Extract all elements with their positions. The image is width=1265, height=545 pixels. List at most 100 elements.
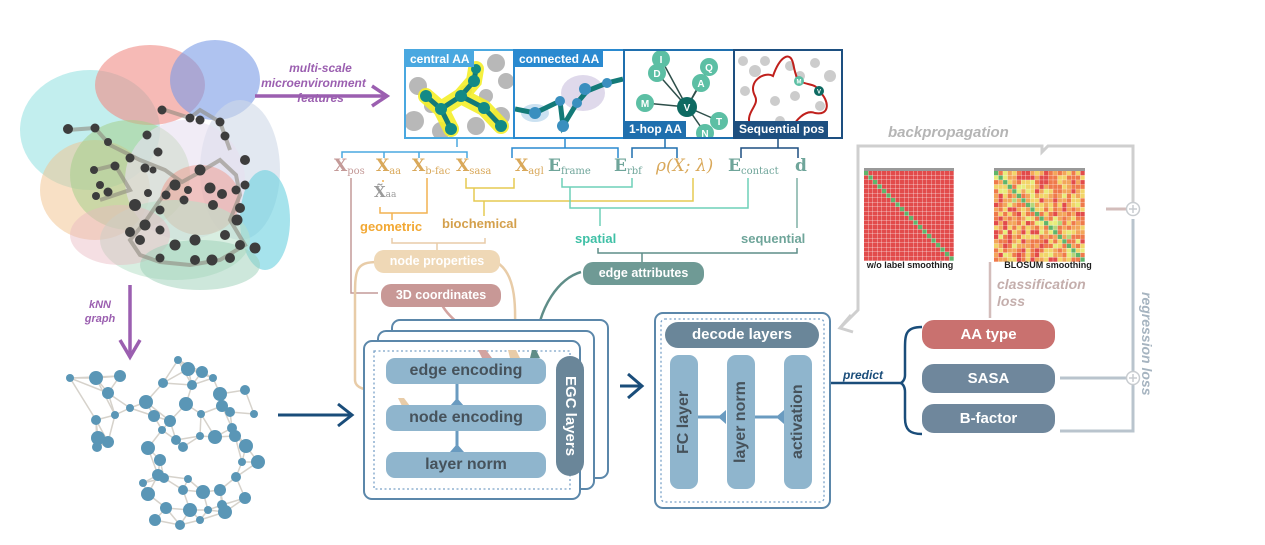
matrix-cell bbox=[900, 234, 905, 239]
svg-text:Q: Q bbox=[705, 63, 713, 74]
matrix-cell bbox=[864, 256, 869, 261]
matrix-cell bbox=[1039, 175, 1044, 180]
matrix-cell bbox=[936, 238, 941, 243]
matrix-cell bbox=[1007, 257, 1012, 262]
matrix-cell bbox=[1007, 216, 1012, 221]
matrix-cell bbox=[1066, 207, 1072, 212]
matrix-cell bbox=[868, 198, 873, 203]
matrix-cell bbox=[1057, 180, 1062, 185]
matrix-cell bbox=[886, 189, 891, 194]
matrix-cell bbox=[1066, 171, 1072, 176]
matrix-cell bbox=[1016, 175, 1021, 180]
matrix-cell bbox=[922, 193, 927, 198]
matrix-cell bbox=[1071, 175, 1076, 180]
graph-node bbox=[91, 431, 105, 445]
matrix-cell bbox=[1034, 184, 1040, 189]
matrix-cell bbox=[1021, 257, 1026, 262]
matrix-cell bbox=[1075, 225, 1081, 230]
matrix-cell bbox=[927, 175, 932, 180]
matrix-cell bbox=[998, 230, 1003, 235]
matrix-cell bbox=[891, 256, 896, 261]
matrix-cell bbox=[922, 202, 927, 207]
matrix-cell bbox=[904, 216, 909, 221]
matrix-cell bbox=[904, 243, 909, 248]
feature-base: d bbox=[795, 156, 807, 176]
matrix-cell bbox=[1012, 193, 1017, 198]
svg-text:V: V bbox=[684, 103, 691, 114]
feature-symbol: Xb-fac bbox=[412, 156, 450, 177]
matrix-cell bbox=[895, 252, 900, 257]
graph-node bbox=[208, 430, 222, 444]
matrix-cell bbox=[909, 243, 914, 248]
matrix-cell bbox=[1080, 221, 1085, 226]
matrix-cell bbox=[1039, 184, 1044, 189]
matrix-cell bbox=[1012, 234, 1017, 239]
matrix-cell bbox=[1007, 189, 1012, 194]
matrix-cell bbox=[1021, 234, 1026, 239]
matrix-cell bbox=[1053, 189, 1058, 194]
matrix-cell bbox=[882, 193, 887, 198]
matrix-cell bbox=[895, 184, 900, 189]
encoder-to-decoder-arrow bbox=[620, 372, 645, 400]
matrix-cell bbox=[877, 238, 882, 243]
graph-node bbox=[240, 385, 250, 395]
matrix-cell bbox=[1057, 248, 1062, 253]
feature-symbol: Eframe bbox=[548, 156, 591, 177]
matrix-cell bbox=[1012, 257, 1017, 262]
matrix-cell bbox=[936, 234, 941, 239]
matrix-cell bbox=[949, 180, 954, 185]
matrix-cell bbox=[891, 211, 896, 216]
matrix-cell bbox=[904, 207, 909, 212]
matrix-cell bbox=[873, 180, 878, 185]
matrix-cell bbox=[891, 225, 896, 230]
matrix-cell bbox=[1080, 216, 1085, 221]
matrix-cell bbox=[1066, 230, 1072, 235]
matrix-cell bbox=[1030, 175, 1035, 180]
matrix-cell bbox=[868, 171, 873, 176]
matrix-cell bbox=[895, 234, 900, 239]
matrix-cell bbox=[1044, 207, 1049, 212]
matrix-cell bbox=[904, 229, 909, 234]
feature-sub: rbf bbox=[626, 166, 642, 177]
matrix-cell bbox=[1053, 171, 1058, 176]
matrix-cell bbox=[1003, 221, 1008, 226]
knn-arrow-line2: graph bbox=[84, 313, 116, 325]
matrix-cell bbox=[1030, 198, 1035, 203]
seq-node: M bbox=[794, 76, 804, 86]
matrix-cell bbox=[1062, 252, 1067, 258]
matrix-cell bbox=[1025, 257, 1031, 262]
matrix-cell bbox=[994, 189, 999, 194]
fc-layer-block: FC layer bbox=[670, 355, 698, 489]
matrix-cell bbox=[873, 189, 878, 194]
matrix-cell bbox=[949, 229, 954, 234]
svg-text:M: M bbox=[797, 80, 802, 86]
matrix-cell bbox=[868, 202, 873, 207]
matrix-cell bbox=[1003, 175, 1008, 180]
matrix-cell bbox=[1071, 207, 1076, 212]
matrix-cell bbox=[873, 238, 878, 243]
matrix-cell bbox=[1039, 239, 1044, 244]
matrix-cell bbox=[945, 193, 950, 198]
matrix-cell bbox=[945, 247, 950, 252]
matrix-cell bbox=[1053, 221, 1058, 226]
hop-node: V bbox=[677, 97, 697, 117]
matrix-cell bbox=[1062, 171, 1067, 176]
connected-aa-chain bbox=[515, 75, 623, 134]
knn-graph-nodes bbox=[66, 356, 265, 530]
matrix-cell bbox=[1034, 198, 1040, 203]
matrix-cell bbox=[1007, 243, 1012, 249]
matrix-cell bbox=[891, 229, 896, 234]
matrix-cell bbox=[931, 171, 936, 176]
matrix-cell bbox=[1025, 248, 1031, 253]
matrix-cell bbox=[1071, 216, 1076, 221]
matrix-cell bbox=[1012, 175, 1017, 180]
matrix-cell bbox=[918, 184, 923, 189]
hop-node: D bbox=[648, 64, 666, 82]
matrix-cell bbox=[1039, 230, 1044, 235]
matrix-cell bbox=[998, 180, 1003, 185]
matrix-cell bbox=[945, 243, 950, 248]
matrix-cell bbox=[1048, 221, 1053, 226]
matrix-cell bbox=[900, 220, 905, 225]
feature-base: E bbox=[548, 156, 561, 176]
